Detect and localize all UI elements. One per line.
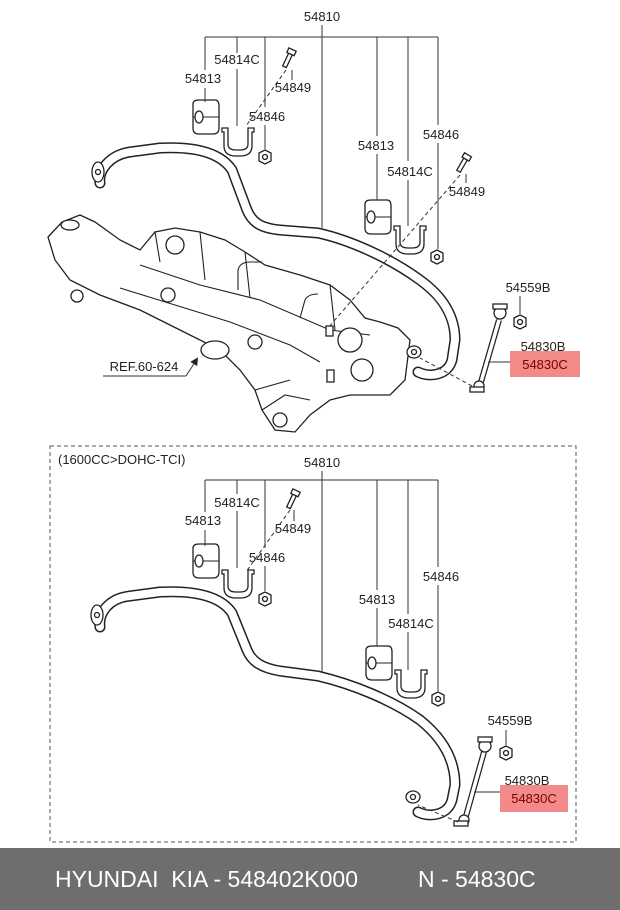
bolt-right (455, 151, 473, 174)
label-link-nut: 54559B (506, 280, 551, 295)
parts-diagram: 54810 54814C 54813 54849 54846 54813 548… (47, 9, 580, 843)
label-bolt-right: 54849 (449, 184, 485, 199)
label-nut-right: 54846 (423, 569, 459, 584)
label-nut-left: 54846 (249, 109, 285, 124)
bottom-diagram: (1600CC>DOHC-TCI) (49, 445, 577, 843)
footer-bar: HYUNDAI KIA - 548402K000 N - 54830C (0, 848, 620, 910)
subframe (47, 214, 411, 433)
label-bracket-left: 54814C (214, 495, 260, 510)
bolt-left (281, 47, 298, 69)
bushing-right (364, 199, 392, 235)
stabilizer-link (453, 736, 493, 827)
label-bracket-right: 54814C (387, 164, 433, 179)
label-link-nut: 54559B (488, 713, 533, 728)
label-link-highlighted: 54830C (511, 791, 557, 806)
bracket-right (393, 225, 427, 255)
variant-condition: (1600CC>DOHC-TCI) (58, 452, 186, 467)
link-nut (499, 745, 513, 761)
bolt-left (285, 488, 302, 510)
leader-lines (204, 471, 507, 823)
bracket-left (221, 127, 255, 157)
nut-right (431, 691, 445, 707)
label-bolt-left: 54849 (275, 521, 311, 536)
nut-left (258, 591, 272, 607)
stabilizer-link (469, 303, 508, 393)
variant-frame (49, 445, 577, 843)
nut-right (430, 249, 444, 265)
label-nut-left: 54846 (249, 550, 285, 565)
label-bushing-left: 54813 (185, 513, 221, 528)
link-nut (513, 314, 527, 330)
stabilizer-bar (90, 586, 461, 821)
label-bolt-left: 54849 (275, 80, 311, 95)
label-stabilizer-bar: 54810 (304, 9, 340, 24)
bushing-left (192, 543, 220, 579)
label-link-alt: 54830B (505, 773, 550, 788)
top-diagram: 54810 54814C 54813 54849 54846 54813 548… (47, 9, 580, 433)
leader-lines (103, 25, 521, 387)
bushing-right (365, 645, 393, 681)
footer-n-number: N - 54830C (418, 866, 536, 892)
highlight-box (500, 785, 568, 812)
label-link-alt: 54830B (521, 339, 566, 354)
ref-label: REF.60-624 (110, 359, 179, 374)
label-bushing-right: 54813 (359, 592, 395, 607)
label-bushing-left: 54813 (185, 71, 221, 86)
label-nut-right: 54846 (423, 127, 459, 142)
bracket-left (221, 569, 255, 599)
bushing-left (192, 99, 220, 135)
stabilizer-bar (91, 142, 461, 381)
highlight-box (510, 351, 580, 377)
label-stabilizer-bar: 54810 (304, 455, 340, 470)
label-link-highlighted: 54830C (522, 357, 568, 372)
nut-left (258, 149, 272, 165)
label-bracket-left: 54814C (214, 52, 260, 67)
bracket-right (394, 669, 428, 699)
label-bushing-right: 54813 (358, 138, 394, 153)
label-bracket-right: 54814C (388, 616, 434, 631)
footer-part-number: HYUNDAI KIA - 548402K000 (55, 866, 358, 892)
